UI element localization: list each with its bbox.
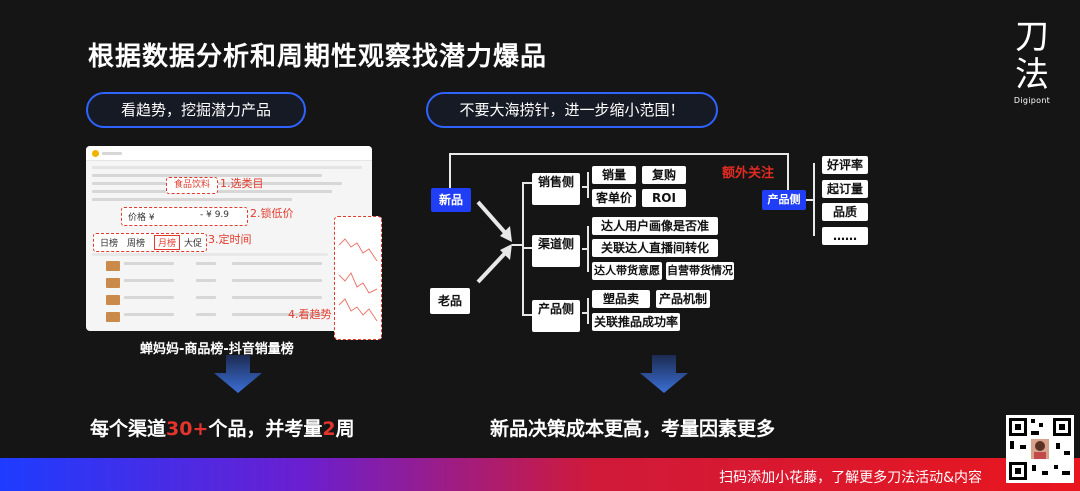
- brand-char-1: 刀: [1015, 17, 1049, 57]
- new-product-box: 新品: [431, 188, 471, 212]
- conclusion-highlight-1: 30+: [166, 418, 209, 440]
- shot-topbar: [86, 146, 372, 161]
- trend-column: [334, 216, 382, 340]
- conclusion-text-3: 周: [335, 418, 355, 440]
- sales-item-aov: 客单价: [592, 189, 636, 207]
- shot-logo-icon: [92, 150, 99, 157]
- annotation-2: 2.锁低价: [250, 207, 294, 220]
- qr-code-icon: [1009, 418, 1071, 480]
- product-item-3: 关联推品成功率: [592, 313, 680, 331]
- converge-arrows: [476, 200, 512, 284]
- conclusion-text-1: 每个渠道: [90, 418, 167, 440]
- left-conclusion: 每个渠道30+个品，并考量2周: [90, 414, 355, 441]
- channel-item-3: 达人带货意愿: [592, 262, 662, 280]
- price-to: - ¥ 9.9: [200, 210, 230, 220]
- ranking-screenshot: 食品饮料 1.选类目 价格 ¥ - ¥ 9.9 2.锁低价 日榜 周榜 月榜 大…: [86, 146, 372, 331]
- left-pill: 看趋势，挖掘潜力产品: [86, 92, 306, 128]
- sales-item-volume: 销量: [592, 166, 636, 184]
- annotation-3: 3.定时间: [208, 233, 252, 246]
- right-item-quality: 品质: [822, 203, 868, 221]
- conclusion-text-2: 个品，并考量: [208, 418, 323, 440]
- channel-side-box: 渠道侧: [532, 235, 580, 267]
- right-item-rating: 好评率: [822, 156, 868, 174]
- product-item-1: 塑品卖: [592, 290, 650, 308]
- brand-sub: Digipont: [1013, 96, 1051, 105]
- sales-side-box: 销售侧: [532, 173, 580, 205]
- sales-item-repurchase: 复购: [642, 166, 686, 184]
- footer-text: 扫码添加小花藤，了解更多刀法活动&内容: [719, 470, 982, 486]
- extra-attention-label: 额外关注: [722, 166, 775, 181]
- sales-item-roi: ROI: [642, 189, 686, 207]
- tab-month: 月榜: [154, 235, 181, 250]
- category-filter: 食品饮料: [166, 177, 218, 194]
- annotation-1: 1.选类目: [220, 177, 264, 190]
- product-side-box: 产品侧: [532, 300, 580, 332]
- tab-promo: 大促: [184, 239, 203, 249]
- qr-code[interactable]: [1006, 415, 1074, 483]
- page-title: 根据数据分析和周期性观察找潜力爆品: [88, 42, 548, 72]
- right-pill: 不要大海捞针，进一步缩小范围！: [426, 92, 718, 128]
- footer-bar: [0, 458, 1080, 491]
- trend-sparklines: [338, 238, 378, 322]
- channel-item-1: 达人用户画像是否准: [592, 217, 718, 235]
- product-side-blue-box: 产品侧: [762, 190, 806, 210]
- right-item-more: ……: [822, 227, 868, 245]
- time-tabs: 日榜 周榜 月榜 大促: [93, 233, 207, 252]
- price-filter: 价格 ¥ - ¥ 9.9: [121, 207, 248, 226]
- annotation-4: 4.看趋势: [288, 308, 332, 321]
- screenshot-caption: 蝉妈妈-商品榜-抖音销量榜: [140, 342, 294, 357]
- right-conclusion: 新品决策成本更高，考量因素更多: [490, 418, 776, 440]
- channel-item-2: 关联达人直播间转化: [592, 239, 718, 257]
- brand-logo: 刀 法 Digipont: [1002, 18, 1062, 105]
- tab-week: 周榜: [127, 239, 146, 249]
- tab-day: 日榜: [100, 239, 119, 249]
- down-arrow-left: [214, 355, 262, 393]
- product-item-2: 产品机制: [656, 290, 710, 308]
- channel-item-4: 自营带货情况: [666, 262, 734, 280]
- down-arrow-right: [640, 355, 688, 393]
- price-label: 价格 ¥: [128, 213, 155, 223]
- old-product-box: 老品: [430, 288, 470, 314]
- brand-char-2: 法: [1015, 55, 1049, 95]
- conclusion-highlight-2: 2: [322, 418, 336, 440]
- right-item-moq: 起订量: [822, 180, 868, 198]
